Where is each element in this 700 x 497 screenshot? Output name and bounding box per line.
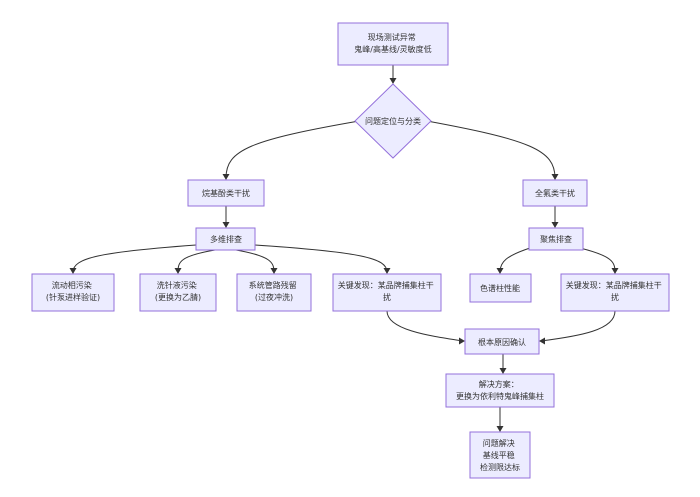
edge-multi-needle <box>177 249 216 273</box>
edge-multi-keyleft <box>254 244 388 273</box>
arrowhead <box>69 268 77 274</box>
arrowhead <box>551 222 559 228</box>
node-resolved: 问题解决 基线平稳 检测限达标 <box>469 431 531 479</box>
node-box <box>522 179 588 207</box>
svg-text:关键发现：某品牌捕集柱干 扰: 关键发现：某品牌捕集柱干 扰 <box>566 280 665 302</box>
svg-text:聚焦排查: 聚焦排查 <box>540 234 572 244</box>
node-key-finding-left: 关键发现：某品牌捕集柱干 扰 <box>332 273 442 312</box>
node-box <box>337 22 449 66</box>
arrowhead <box>539 337 545 345</box>
arrowhead <box>383 268 391 274</box>
node-box <box>139 273 217 312</box>
node-box <box>332 273 442 312</box>
node-label-line: 现场测试异常 <box>368 32 416 42</box>
svg-text:解决方案： 更换为依利特鬼峰捕集柱: 解决方案： 更换为依利特鬼峰捕集柱 <box>456 379 544 401</box>
node-label-line: (更换为乙腈) <box>155 292 201 302</box>
node-label-line: 更换为依利特鬼峰捕集柱 <box>456 391 544 401</box>
node-solution: 解决方案： 更换为依利特鬼峰捕集柱 <box>445 373 555 408</box>
svg-text:流动相污染 (针泵进样验证): 流动相污染 (针泵进样验证) <box>46 280 100 302</box>
node-multi-check: 多维排查 <box>195 227 256 251</box>
node-box <box>445 373 555 408</box>
node-box <box>464 328 540 355</box>
svg-text:多维排查: 多维排查 <box>210 234 242 244</box>
node-box <box>528 227 584 251</box>
edge-keyright-root <box>540 310 616 342</box>
edge-decision-phthalate <box>225 120 360 179</box>
node-box <box>31 273 115 312</box>
node-label-line: 问题解决 <box>483 438 515 448</box>
node-label-line: 全氟类干扰 <box>535 188 575 198</box>
node-box <box>236 273 312 312</box>
arrowhead <box>222 174 230 180</box>
node-key-finding-right: 关键发现：某品牌捕集柱干 扰 <box>560 273 670 312</box>
node-label-line: 问题定位与分类 <box>365 116 421 126</box>
edge-focus-column <box>499 247 531 273</box>
node-focus-check: 聚焦排查 <box>528 227 584 251</box>
arrowhead <box>496 426 504 432</box>
node-box <box>560 273 670 312</box>
arrowhead <box>499 368 507 374</box>
edge-multi-pipeline <box>235 249 275 273</box>
edge-multi-mobile <box>72 244 197 273</box>
arrowhead <box>551 174 559 180</box>
node-label-line: 洗针液污染 <box>157 280 197 290</box>
arrowhead <box>611 268 619 274</box>
svg-text:问题解决 基线平稳 检测限达标: 问题解决 基线平稳 检测限达标 <box>480 438 520 472</box>
arrowhead <box>222 222 230 228</box>
arrowhead <box>270 268 278 274</box>
svg-text:色谱柱性能: 色谱柱性能 <box>480 283 520 293</box>
node-box <box>469 431 531 479</box>
svg-text:烷基酚类干扰: 烷基酚类干扰 <box>202 188 250 198</box>
node-fluoro: 全氟类干扰 <box>522 179 588 207</box>
node-label-line: 检测限达标 <box>480 462 520 472</box>
node-label-line: 关键发现：某品牌捕集柱干 <box>338 280 434 290</box>
edge-focus-keyright <box>579 247 616 273</box>
node-decision: 问题定位与分类 <box>354 83 432 159</box>
arrowhead <box>174 268 182 274</box>
node-label-line: 流动相污染 <box>52 280 92 290</box>
decision-diamond <box>354 83 432 159</box>
node-box <box>187 179 265 207</box>
node-label-line: 根本原因确认 <box>478 337 526 347</box>
node-column-performance: 色谱柱性能 <box>469 273 532 303</box>
node-root-cause: 根本原因确认 <box>464 328 540 355</box>
edge-decision-fluoro <box>426 120 556 179</box>
node-label-line: (过夜冲洗) <box>255 292 293 302</box>
arrowheads <box>69 78 619 432</box>
node-box <box>195 227 256 251</box>
node-box <box>469 273 532 303</box>
node-mobile-phase: 流动相污染 (针泵进样验证) <box>31 273 115 312</box>
svg-text:根本原因确认: 根本原因确认 <box>478 337 526 347</box>
svg-text:问题定位与分类: 问题定位与分类 <box>365 116 421 126</box>
node-label-line: 多维排查 <box>210 234 242 244</box>
arrowhead <box>459 337 465 345</box>
node-label-line: 扰 <box>383 292 391 302</box>
node-needle-wash: 洗针液污染 (更换为乙腈) <box>139 273 217 312</box>
node-label-line: 聚焦排查 <box>540 234 572 244</box>
svg-text:关键发现：某品牌捕集柱干 扰: 关键发现：某品牌捕集柱干 扰 <box>338 280 437 302</box>
node-label-line: 鬼峰/高基线/灵敏度低 <box>354 44 431 54</box>
node-start: 现场测试异常 鬼峰/高基线/灵敏度低 <box>337 22 449 66</box>
node-label-line: 解决方案： <box>479 379 519 389</box>
node-label-line: 基线平稳 <box>483 450 515 460</box>
node-label-line: 关键发现：某品牌捕集柱干 <box>566 280 662 290</box>
edge-keyleft-root <box>386 310 464 342</box>
node-label-line: (针泵进样验证) <box>46 292 100 302</box>
node-phthalate: 烷基酚类干扰 <box>187 179 265 207</box>
node-label-line: 色谱柱性能 <box>480 283 520 293</box>
svg-text:全氟类干扰: 全氟类干扰 <box>535 188 575 198</box>
node-pipeline: 系统管路残留 (过夜冲洗) <box>236 273 312 312</box>
node-label-line: 系统管路残留 <box>249 280 297 290</box>
node-label-line: 扰 <box>611 292 619 302</box>
node-label-line: 烷基酚类干扰 <box>202 188 250 198</box>
svg-text:系统管路残留 (过夜冲洗): 系统管路残留 (过夜冲洗) <box>249 280 300 302</box>
arrowhead <box>496 268 504 274</box>
svg-text:现场测试异常 鬼峰/高基线/灵敏度低: 现场测试异常 鬼峰/高基线/灵敏度低 <box>354 32 431 54</box>
arrowhead <box>389 78 397 84</box>
svg-text:洗针液污染 (更换为乙腈): 洗针液污染 (更换为乙腈) <box>155 280 201 302</box>
